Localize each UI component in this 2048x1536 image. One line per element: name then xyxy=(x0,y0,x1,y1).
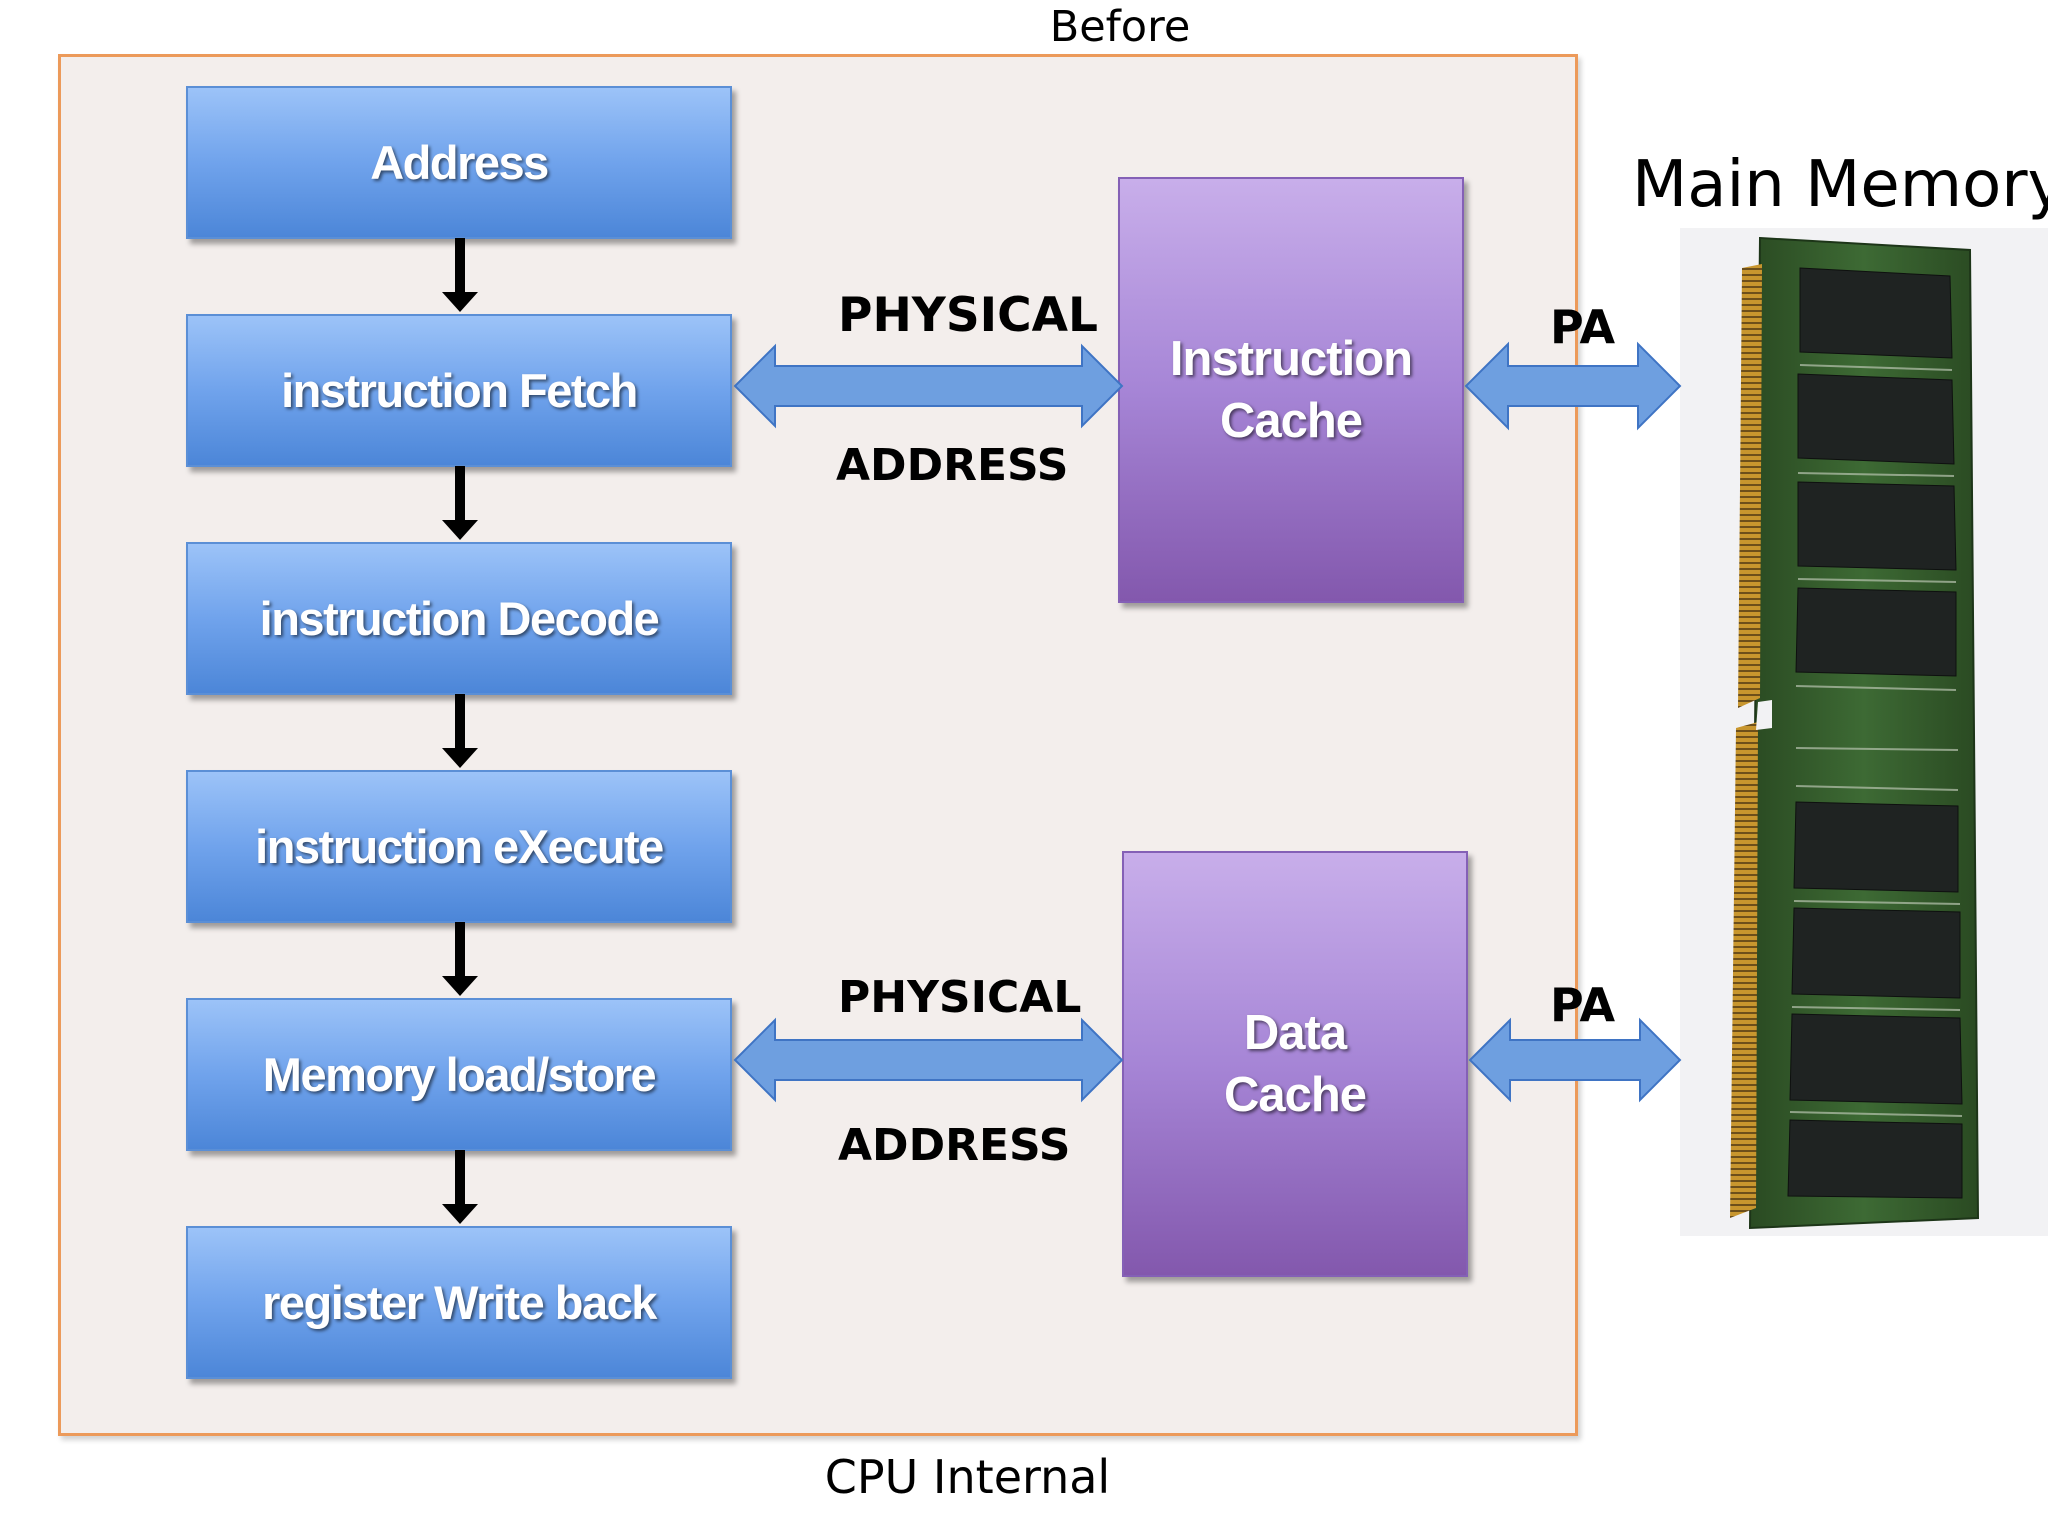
bus-arrows xyxy=(733,341,1682,1103)
icache-pa-label: PA xyxy=(1550,300,1616,354)
icache-bus-label-address: ADDRESS xyxy=(836,440,1069,491)
bus-dcache-to-memory xyxy=(1468,1017,1682,1103)
main-memory-label: Main Memory xyxy=(1632,148,2048,222)
bus-memory-to-dcache xyxy=(733,1017,1124,1103)
arrow-address-to-fetch xyxy=(442,238,478,312)
dcache-bus-label-physical: PHYSICAL xyxy=(838,972,1082,1023)
icache-bus-label-physical: PHYSICAL xyxy=(838,288,1098,343)
ram-module-image xyxy=(1680,228,2048,1236)
bus-fetch-to-icache xyxy=(733,343,1124,429)
ram-module-drawing xyxy=(1730,236,1980,1230)
dcache-pa-label: PA xyxy=(1550,978,1616,1032)
pipeline-arrows xyxy=(442,238,478,1224)
dcache-bus-label-address: ADDRESS xyxy=(838,1120,1071,1171)
stage-instruction-execute: instruction eXecute xyxy=(186,770,732,923)
bus-icache-to-memory xyxy=(1464,341,1682,431)
instruction-cache: Instruction Cache xyxy=(1118,177,1464,603)
arrow-memory-to-writeback xyxy=(442,1150,478,1224)
diagram-title: Before xyxy=(1049,2,1191,52)
arrow-execute-to-memory xyxy=(442,922,478,996)
data-cache: Data Cache xyxy=(1122,851,1468,1277)
stage-register-write-back: register Write back xyxy=(186,1226,732,1379)
stage-memory-load-store: Memory load/store xyxy=(186,998,732,1151)
arrow-fetch-to-decode xyxy=(442,466,478,540)
arrow-decode-to-execute xyxy=(442,694,478,768)
cpu-internal-label: CPU Internal xyxy=(824,1450,1111,1504)
stage-instruction-decode: instruction Decode xyxy=(186,542,732,695)
stage-instruction-fetch: instruction Fetch xyxy=(186,314,732,467)
